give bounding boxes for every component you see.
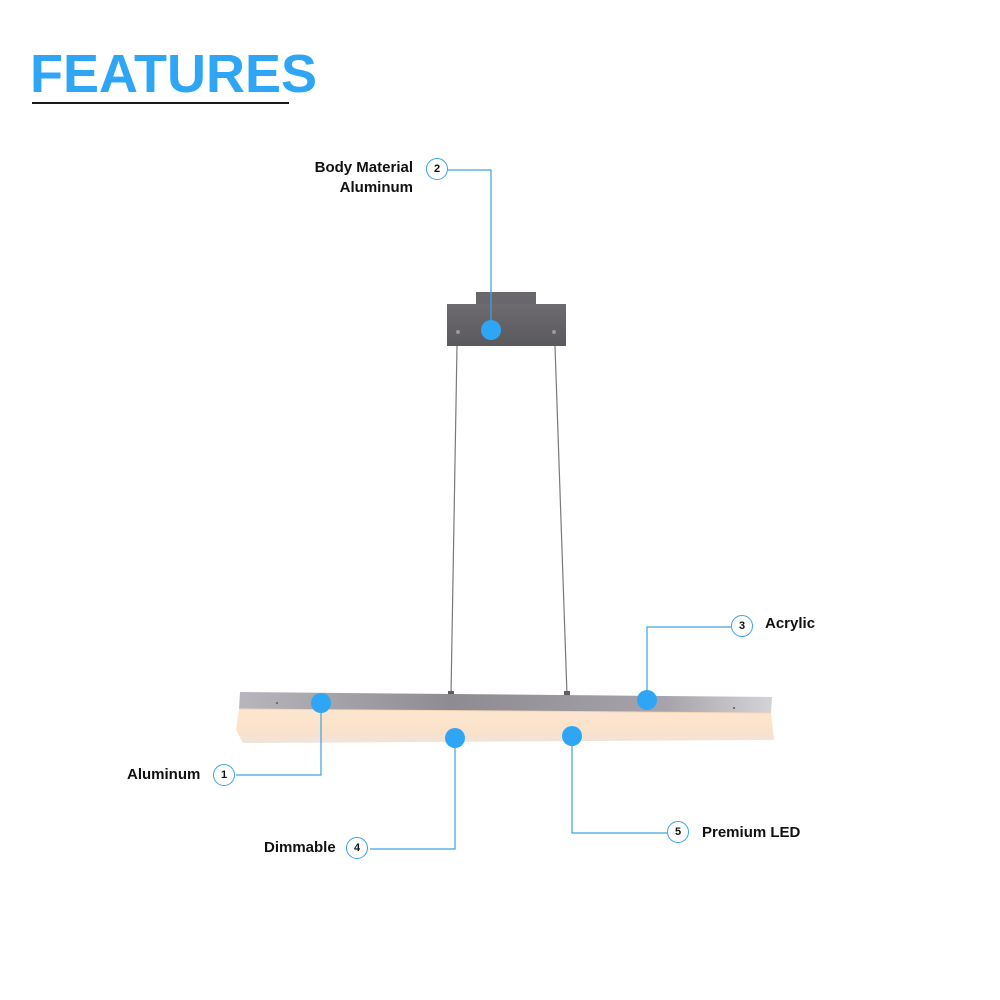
callout-dot-5 (562, 726, 582, 746)
title-underline (32, 102, 289, 104)
callout-dot-2 (481, 320, 501, 340)
callout-dot-4 (445, 728, 465, 748)
callout-5-badge: 5 (667, 821, 689, 843)
callout-4-label: Dimmable (264, 839, 336, 856)
callout-lines (236, 169, 731, 850)
ceiling-canopy (447, 292, 566, 346)
led-bar-fixture (236, 692, 774, 743)
callout-3-label: Acrylic (765, 615, 816, 632)
callout-2-label-line1: Body Material (314, 159, 413, 176)
callout-2-badge: 2 (426, 158, 448, 180)
callout-dot-3 (637, 690, 657, 710)
suspension-cables (448, 345, 570, 696)
callout-2-label: Body Material Aluminum (270, 158, 413, 198)
callout-2-label-line2: Aluminum (339, 179, 413, 196)
callout-4-badge: 4 (346, 837, 368, 859)
callout-dot-1 (311, 693, 331, 713)
callout-1-label: Aluminum (127, 766, 201, 783)
callout-dots (311, 320, 657, 748)
page-title: FEATURES (30, 44, 318, 104)
callout-3-badge: 3 (731, 615, 753, 637)
callout-5-label: Premium LED (702, 824, 801, 841)
callout-1-badge: 1 (213, 764, 235, 786)
